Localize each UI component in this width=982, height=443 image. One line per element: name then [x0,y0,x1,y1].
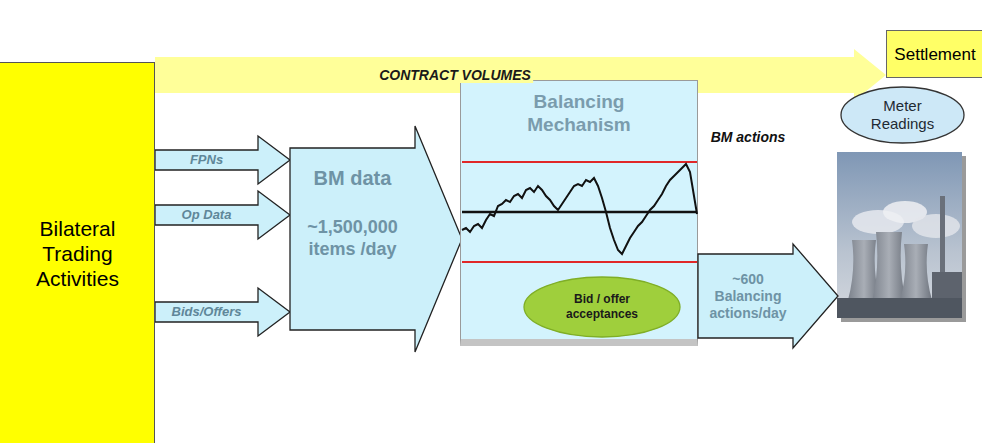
cooling-tower [848,240,880,300]
bm-data-arrow: BM data ~1,500,000 items /day [290,126,462,352]
chimney [940,196,945,302]
balancing-actions-arrow: ~600 Balancing actions/day [698,244,838,348]
text-holder: Meter Readings [858,90,947,140]
text-holder: Bid / offer acceptances [545,280,659,334]
node-text: Meter Readings [858,97,947,133]
connector-label: FPNs [188,152,225,168]
cooling-tower [900,244,932,300]
node-text: Settlement [894,45,975,65]
data-arrow [155,191,290,239]
acceptances-ellipse: Bid / offer acceptances [523,276,681,338]
connector-label: CONTRACT VOLUMES [377,67,533,83]
steam-cloud [883,201,927,223]
node-text: Bid / offer acceptances [545,292,659,322]
acceptances-ellipse-shape [524,277,680,337]
balancing-mechanism-box: Balancing MechanismBid / offer acceptanc… [460,80,698,346]
node-text: Balancing Mechanism [501,90,657,136]
ground [837,298,962,318]
steam-cloud [912,214,960,238]
node-text: Bilateral Trading Activities [8,216,147,291]
text-holder: ~600 Balancing actions/day [702,256,794,336]
node-text: BM data [314,166,392,190]
trading-box: Bilateral Trading Activities [0,62,155,443]
connector-label: Bids/Offers [170,304,244,320]
data-arrow [155,288,290,336]
balancing-actions-arrow-shape [698,244,838,348]
text-holder: Balancing Mechanism [501,85,657,141]
text-holder: BM data ~1,500,000 items /day [294,152,411,326]
text-holder: Settlement [890,31,980,79]
steam-cloud [852,210,904,234]
connector-label: Op Data [180,207,234,223]
node-text: ~600 Balancing actions/day [702,271,794,322]
building [932,272,962,302]
bm-actions-label: BM actions [706,128,790,146]
photo-sky [837,152,962,318]
settlement-box: Settlement [886,30,982,78]
meter-readings-ellipse: Meter Readings [840,86,965,144]
meter-readings-ellipse-shape [841,87,964,143]
cooling-tower [872,232,906,302]
text-holder: Bilateral Trading Activities [8,63,147,443]
data-arrow [155,136,290,184]
bm-data-arrow-shape [290,126,462,352]
node-text: ~1,500,000 items /day [294,216,411,260]
photo-shadow [841,156,966,322]
